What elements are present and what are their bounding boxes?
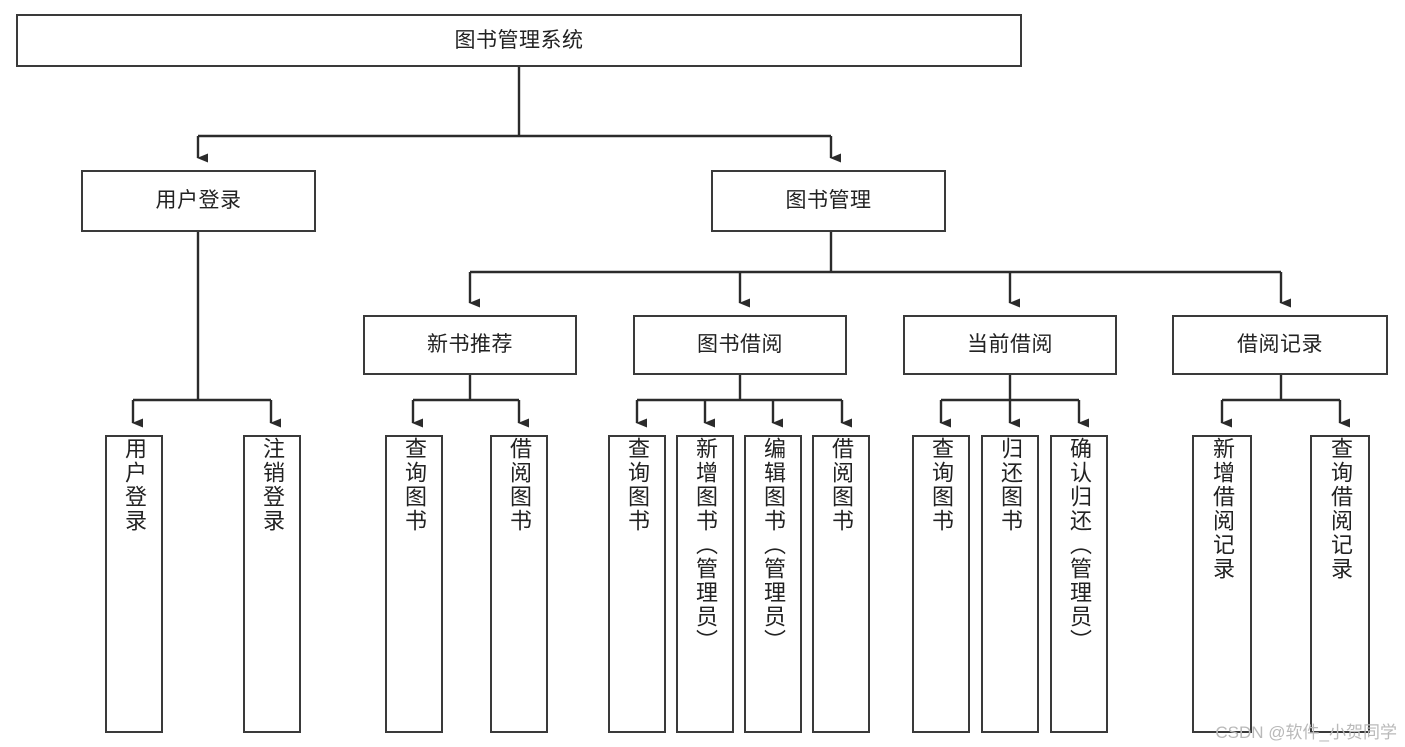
node-book-borrow[interactable]: 图书借阅: [633, 315, 847, 375]
node-leaf-return-book-label: 归还图书: [998, 437, 1023, 533]
node-book-manage[interactable]: 图书管理: [711, 170, 946, 232]
node-borrow-record-label: 借阅记录: [1237, 333, 1323, 357]
node-leaf-borrow-book-1-label: 借阅图书: [507, 437, 532, 533]
node-root[interactable]: 图书管理系统: [16, 14, 1022, 67]
node-leaf-user-logout[interactable]: 注销登录: [243, 435, 301, 733]
node-leaf-query-book-3[interactable]: 查询图书: [912, 435, 970, 733]
node-leaf-confirm-return-label: 确认归还（管理员）: [1067, 437, 1092, 653]
node-leaf-query-book-2-label: 查询图书: [625, 437, 650, 533]
node-leaf-return-book[interactable]: 归还图书: [981, 435, 1039, 733]
node-new-book-recommend-label: 新书推荐: [427, 333, 513, 357]
node-leaf-query-book-1[interactable]: 查询图书: [385, 435, 443, 733]
node-leaf-user-logout-label: 注销登录: [260, 437, 285, 533]
node-leaf-edit-book-label: 编辑图书（管理员）: [761, 437, 786, 653]
node-leaf-query-book-1-label: 查询图书: [402, 437, 427, 533]
node-user-login[interactable]: 用户登录: [81, 170, 316, 232]
node-current-borrow-label: 当前借阅: [967, 333, 1053, 357]
node-borrow-record[interactable]: 借阅记录: [1172, 315, 1388, 375]
node-leaf-add-book[interactable]: 新增图书（管理员）: [676, 435, 734, 733]
node-leaf-user-login[interactable]: 用户登录: [105, 435, 163, 733]
node-leaf-borrow-book-1[interactable]: 借阅图书: [490, 435, 548, 733]
node-leaf-user-login-label: 用户登录: [122, 437, 147, 533]
node-leaf-confirm-return[interactable]: 确认归还（管理员）: [1050, 435, 1108, 733]
node-leaf-query-book-2[interactable]: 查询图书: [608, 435, 666, 733]
node-leaf-query-book-3-label: 查询图书: [929, 437, 954, 533]
node-leaf-edit-book[interactable]: 编辑图书（管理员）: [744, 435, 802, 733]
node-leaf-query-record-label: 查询借阅记录: [1328, 437, 1353, 581]
node-leaf-borrow-book-2-label: 借阅图书: [829, 437, 854, 533]
node-book-manage-label: 图书管理: [785, 189, 872, 213]
node-leaf-add-book-label: 新增图书（管理员）: [693, 437, 718, 653]
node-leaf-add-record-label: 新增借阅记录: [1210, 437, 1235, 581]
node-new-book-recommend[interactable]: 新书推荐: [363, 315, 577, 375]
node-user-login-label: 用户登录: [155, 189, 242, 213]
node-leaf-query-record[interactable]: 查询借阅记录: [1310, 435, 1370, 733]
node-leaf-add-record[interactable]: 新增借阅记录: [1192, 435, 1252, 733]
node-book-borrow-label: 图书借阅: [697, 333, 783, 357]
node-root-label: 图书管理系统: [454, 28, 584, 52]
node-leaf-borrow-book-2[interactable]: 借阅图书: [812, 435, 870, 733]
watermark: CSDN @软件_小贺同学: [1215, 723, 1397, 742]
node-current-borrow[interactable]: 当前借阅: [903, 315, 1117, 375]
